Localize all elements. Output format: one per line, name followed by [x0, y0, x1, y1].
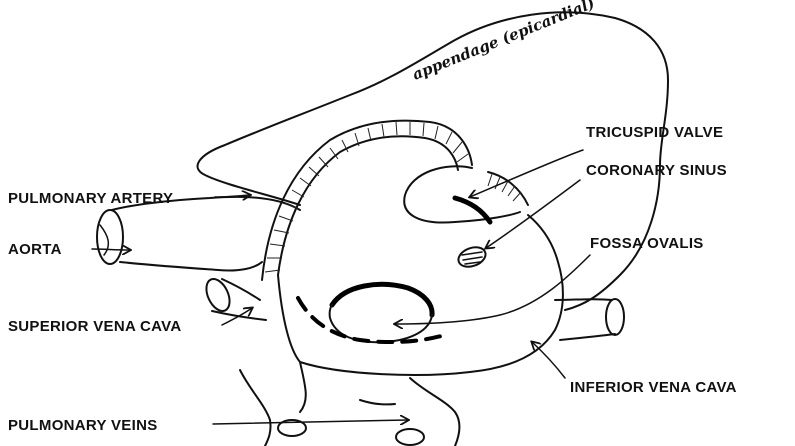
label-inferior-vena-cava: INFERIOR VENA CAVA: [570, 379, 737, 396]
coronary-sinus-opening: [456, 244, 488, 270]
inferior-vena-cava-opening: [606, 299, 624, 335]
wall-hatching: [265, 122, 468, 272]
pulmonary-veins-arrow: [213, 420, 408, 424]
label-fossa-ovalis: FOSSA OVALIS: [590, 235, 704, 252]
tricuspid-valve-opening: [404, 166, 520, 222]
label-tricuspid-valve: TRICUSPID VALVE: [586, 124, 723, 141]
superior-vena-cava-opening: [202, 275, 234, 314]
fossa-ovalis-rim: [332, 284, 432, 315]
aorta-opening: [97, 210, 123, 264]
label-superior-vena-cava: SUPERIOR VENA CAVA: [8, 318, 181, 335]
cut-wall-inner: [278, 136, 458, 275]
label-coronary-sinus: CORONARY SINUS: [586, 162, 727, 179]
fossa-ovalis-dashes: [298, 298, 445, 342]
label-aorta: AORTA: [8, 241, 62, 258]
coronary-sinus-arrow: [486, 180, 580, 248]
label-pulmonary-veins: PULMONARY VEINS: [8, 417, 158, 434]
label-pulmonary-artery: PULMONARY ARTERY: [8, 190, 173, 207]
aorta-tube: [120, 262, 262, 271]
inferior-vena-cava-arrow: [532, 342, 565, 378]
appendage-script-label: appendage (epicardial): [410, 0, 597, 84]
pulmonary-vein-opening-right: [396, 429, 424, 445]
